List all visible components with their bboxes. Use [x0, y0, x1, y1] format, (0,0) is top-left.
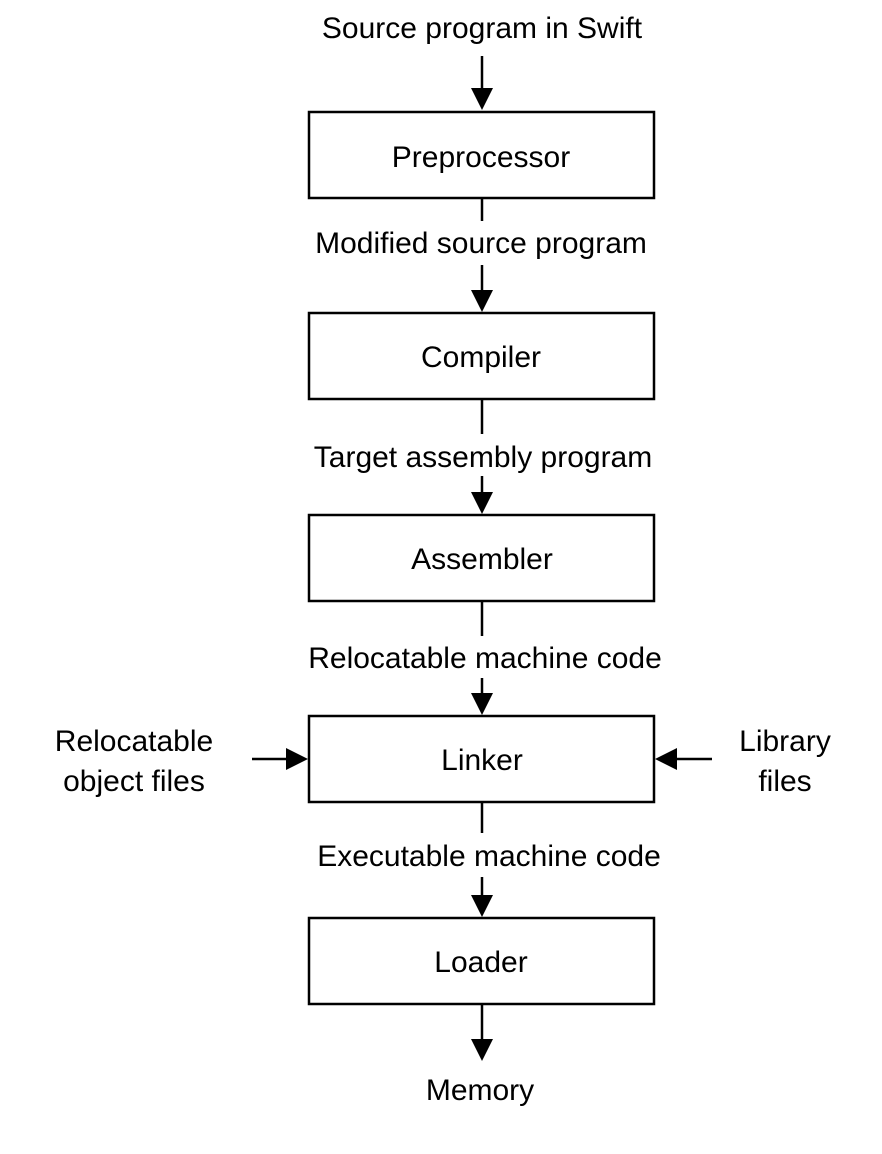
stage-label-preprocessor: Preprocessor [392, 141, 570, 174]
flow-label-modified-source: Modified source program [315, 227, 647, 260]
arrowhead-loader-to-memory [471, 1039, 493, 1061]
stage-label-loader: Loader [434, 946, 527, 979]
input-label: Source program in Swift [322, 12, 643, 45]
stage-box-assembler [307, 513, 656, 603]
side-input-right-line1: Library [739, 725, 831, 758]
stage-label-linker: Linker [441, 744, 523, 777]
arrowhead-to-compiler [471, 290, 493, 312]
arrowhead-to-assembler [471, 492, 493, 514]
side-input-right-line2: files [758, 765, 811, 798]
output-label: Memory [426, 1074, 534, 1107]
flow-label-target-assembly: Target assembly program [314, 441, 652, 474]
flow-label-relocatable-machine-code: Relocatable machine code [308, 642, 662, 675]
stage-label-compiler: Compiler [421, 341, 541, 374]
stage-box-loader [307, 916, 656, 1006]
arrowhead-right-input-to-linker [655, 748, 677, 770]
flow-label-executable-machine-code: Executable machine code [317, 840, 661, 873]
stage-label-assembler: Assembler [411, 543, 553, 576]
arrowhead-source-to-preprocessor [471, 88, 493, 110]
arrowhead-left-input-to-linker [286, 748, 308, 770]
arrowhead-to-loader [471, 895, 493, 917]
stage-box-compiler [307, 311, 656, 401]
side-input-left-line1: Relocatable [55, 725, 213, 758]
arrowhead-to-linker [471, 693, 493, 715]
side-input-left-line2: object files [63, 765, 205, 798]
stage-box-linker [307, 714, 656, 804]
